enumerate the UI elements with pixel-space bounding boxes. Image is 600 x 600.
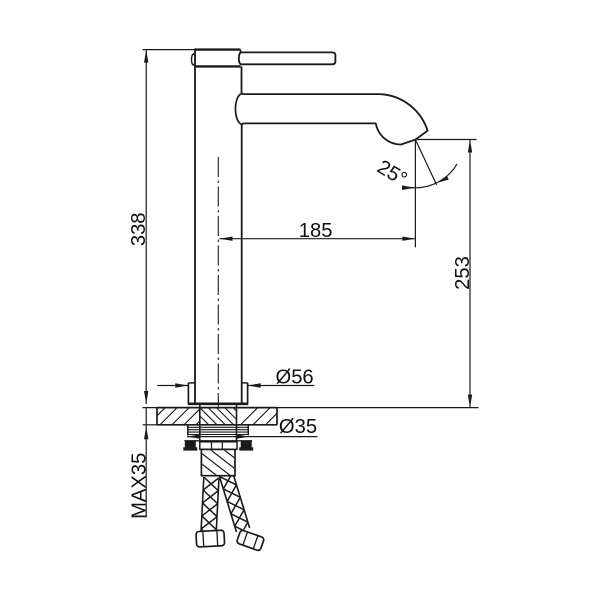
svg-text:MAX35: MAX35 bbox=[129, 453, 151, 519]
svg-text:253: 253 bbox=[452, 256, 474, 290]
svg-text:Ø56: Ø56 bbox=[276, 367, 314, 389]
svg-text:338: 338 bbox=[128, 212, 150, 246]
svg-text:185: 185 bbox=[299, 220, 333, 242]
svg-text:Ø35: Ø35 bbox=[279, 416, 317, 438]
